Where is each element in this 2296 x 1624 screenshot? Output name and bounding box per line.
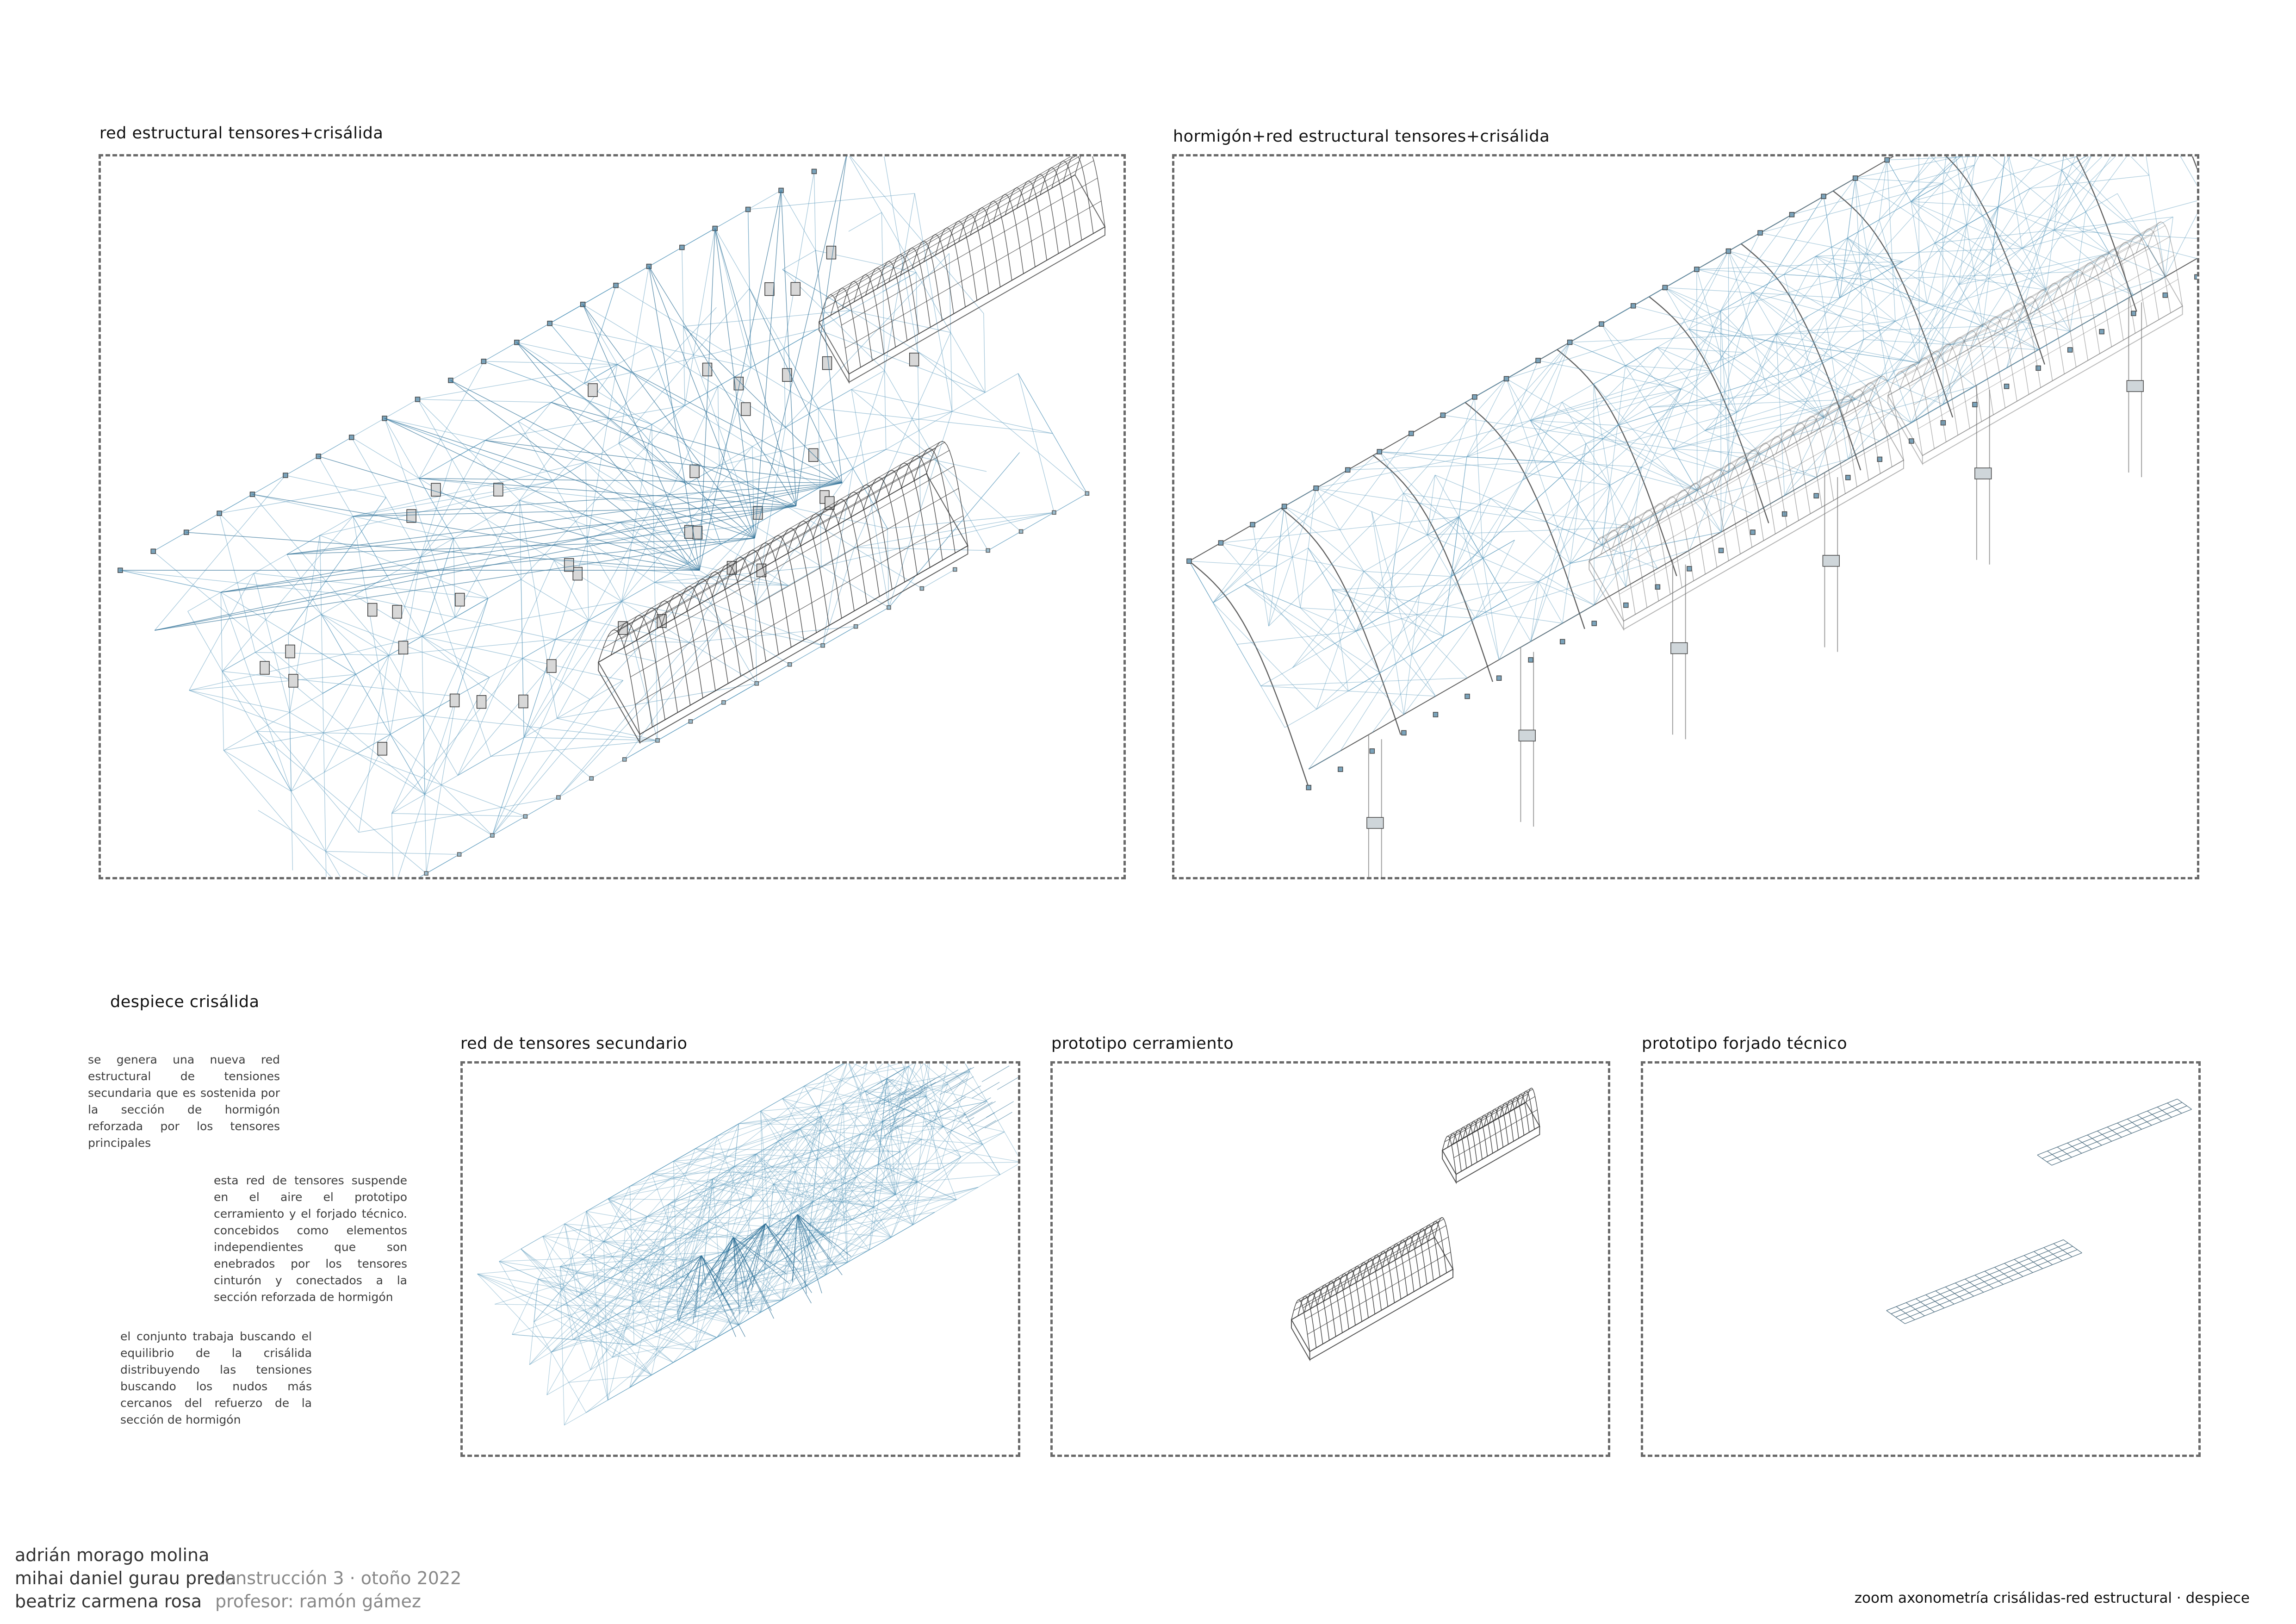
panel-enclosure-prototype (1050, 1061, 1610, 1457)
panel-title-structural-network: red estructural tensores+crisálida (99, 124, 384, 143)
technical-slab-grid-drawing (1886, 1099, 2192, 1324)
panel-title-technical-slab-prototype: prototipo forjado técnico (1642, 1034, 1848, 1053)
author-3: beatriz carmena rosa (15, 1591, 202, 1612)
course-name: construcción 3 · otoño 2022 (215, 1568, 462, 1588)
axonometric-cable-network-drawing (118, 156, 1106, 877)
description-paragraph-3: el conjunto trabaja buscando el equilibr… (120, 1330, 312, 1426)
section-title-despiece: despiece crisálida (110, 993, 260, 1011)
panel-title-secondary-network: red de tensores secundario (460, 1034, 688, 1053)
panel-structural-network (99, 154, 1126, 879)
author-1: adrián morago molina (15, 1545, 210, 1565)
panel-title-concrete-network: hormigón+red estructural tensores+crisál… (1173, 127, 1550, 146)
sheet-caption: zoom axonometría crisálidas-red estructu… (1854, 1590, 2250, 1606)
secondary-cable-network-drawing (477, 1064, 1018, 1425)
panel-secondary-network (460, 1061, 1020, 1457)
panel-concrete-network (1172, 154, 2199, 879)
enclosure-vault-drawing (1291, 1088, 1540, 1362)
description-paragraph-2: esta red de tensores suspende en el aire… (214, 1174, 407, 1304)
axonometric-concrete-roof-drawing (1186, 156, 2197, 877)
professor-name: profesor: ramón gámez (215, 1591, 421, 1612)
author-2: mihai daniel gurau preda (15, 1568, 236, 1588)
panel-technical-slab-prototype (1641, 1061, 2201, 1457)
panel-title-enclosure-prototype: prototipo cerramiento (1051, 1034, 1234, 1053)
description-paragraph-1: se genera una nueva red estructural de t… (88, 1053, 280, 1150)
